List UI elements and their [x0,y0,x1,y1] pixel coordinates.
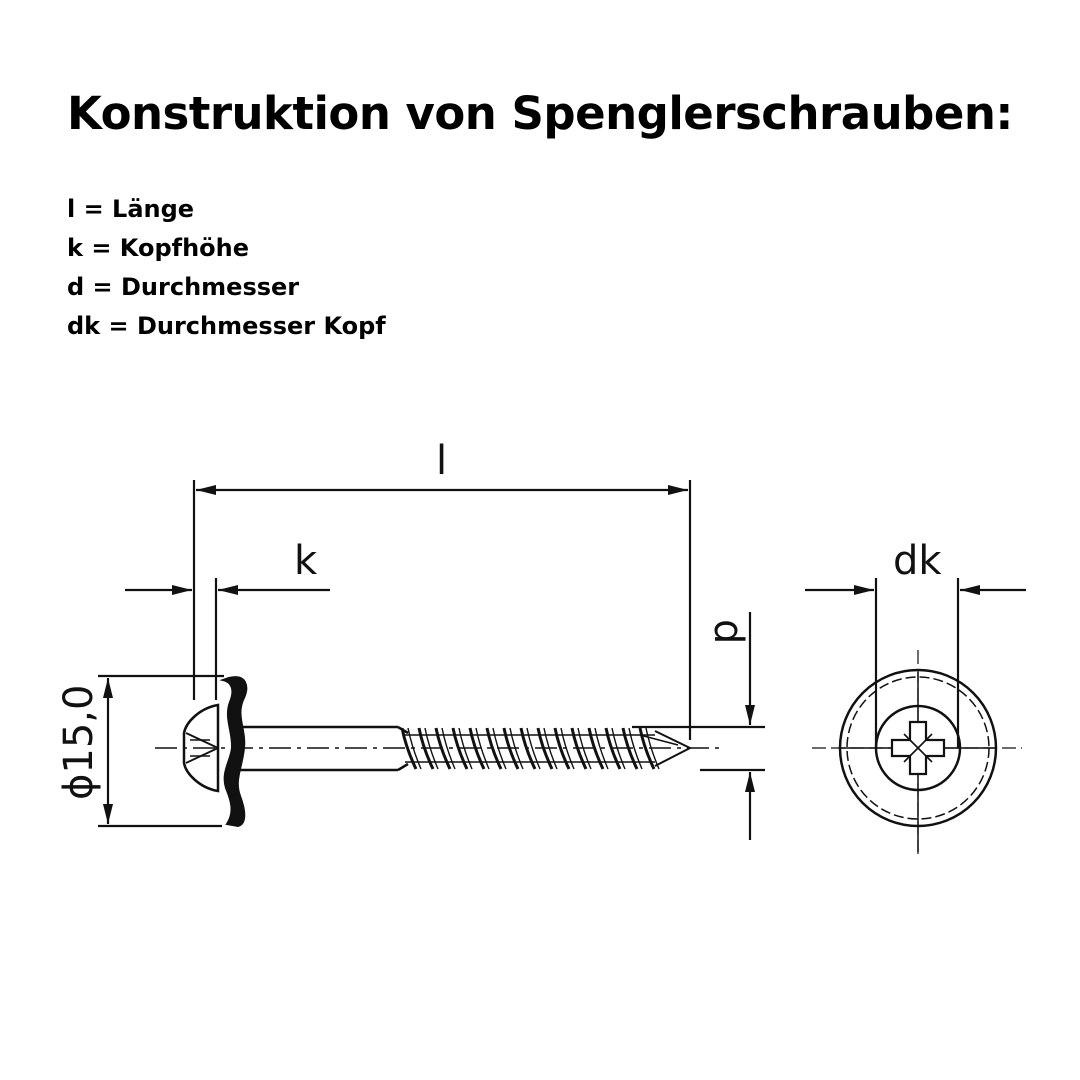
dimension-length-label: l [436,438,447,484]
screw-thread [400,727,660,770]
legend-item-diameter: d = Durchmesser [67,273,300,301]
thread-turn [417,727,435,770]
thread-turn-edge [577,727,592,770]
thread-turn-edge [458,727,473,770]
dimension-washer-diameter [98,674,224,828]
dimension-washer-diameter-label: ϕ15,0 [56,685,102,800]
thread-turn-edge [492,727,507,770]
thread-turn [451,727,469,770]
thread-turn [400,727,418,770]
screw-end-view [812,650,1022,856]
thread-turn [468,727,486,770]
dimension-head-height-label: k [294,538,318,584]
legend-item-head-diameter: dk = Durchmesser Kopf [67,312,386,340]
thread-turn-edge [441,727,456,770]
thread-turn-edge [611,727,626,770]
thread-turn [519,727,537,770]
thread-turn [587,727,605,770]
dimension-head-diameter-label: dk [893,538,942,584]
thread-turn-edge [407,727,422,770]
thread-turn-edge [560,727,575,770]
thread-turn [502,727,520,770]
thread-turn-edge [543,727,558,770]
thread-turn [553,727,571,770]
thread-turn-edge [645,727,660,770]
thread-turn [621,727,639,770]
dimension-head-height [125,578,330,700]
dimension-diameter [632,612,765,840]
thread-turn-edge [509,727,524,770]
thread-turn [434,727,452,770]
thread-turn [604,727,622,770]
sealing-washer [219,676,248,828]
thread-turn-edge [475,727,490,770]
screw-head [182,703,220,793]
thread-turn [536,727,554,770]
dimension-length [192,480,692,740]
dimension-head-diameter [805,578,1026,748]
legend-list: l = Länge k = Kopfhöhe d = Durchmesser d… [67,190,386,346]
thread-turn [638,727,656,770]
screw-tip [654,730,693,767]
thread-turn-edge [526,727,541,770]
thread-turn-edge [424,727,439,770]
dimension-diameter-label: d [705,619,751,644]
thread-turn [570,727,588,770]
page-title: Konstruktion von Spenglerschrauben: [67,87,1013,140]
thread-turn-edge [628,727,643,770]
legend-item-length: l = Länge [67,195,195,223]
thread-turn [485,727,503,770]
thread-turn-edge [594,727,609,770]
legend-item-head-height: k = Kopfhöhe [67,234,250,262]
